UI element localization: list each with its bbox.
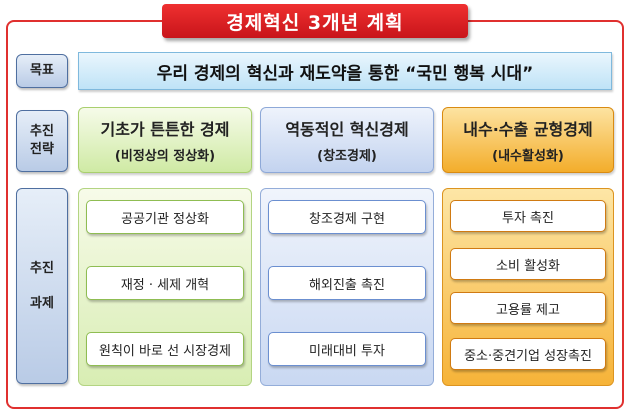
row-label-strategy: 추진 전략 xyxy=(16,110,68,172)
page-title: 경제혁신 3개년 계획 xyxy=(162,4,468,38)
task-item: 소비 활성화 xyxy=(450,248,606,280)
task-item: 해외진출 촉진 xyxy=(268,266,426,300)
strategy-title: 내수·수출 균형경제 xyxy=(463,120,593,139)
row-label-tasks: 추진 과제 xyxy=(16,188,68,384)
strategy-box-1: 기초가 튼튼한 경제 (비정상의 정상화) xyxy=(78,107,252,173)
goal-box: 우리 경제의 혁신과 재도약을 통한 “국민 행복 시대” xyxy=(78,52,612,90)
strategy-subtitle: (비정상의 정상화) xyxy=(114,149,216,164)
task-item: 고용률 제고 xyxy=(450,292,606,324)
task-item: 창조경제 구현 xyxy=(268,200,426,234)
strategy-box-3: 내수·수출 균형경제 (내수활성화) xyxy=(442,107,614,173)
task-item: 원칙이 바로 선 시장경제 xyxy=(86,332,244,366)
strategy-subtitle: (창조경제) xyxy=(317,149,377,164)
task-item: 투자 촉진 xyxy=(450,200,606,232)
strategy-subtitle: (내수활성화) xyxy=(492,149,564,164)
task-item: 공공기관 정상화 xyxy=(86,200,244,234)
task-item: 재정 · 세제 개혁 xyxy=(86,266,244,300)
task-item: 미래대비 투자 xyxy=(268,332,426,366)
task-item: 중소·중견기업 성장촉진 xyxy=(450,338,606,370)
strategy-box-2: 역동적인 혁신경제 (창조경제) xyxy=(260,107,434,173)
strategy-title: 기초가 튼튼한 경제 xyxy=(100,120,230,139)
strategy-title: 역동적인 혁신경제 xyxy=(285,120,409,139)
row-label-goal: 목표 xyxy=(16,54,68,88)
